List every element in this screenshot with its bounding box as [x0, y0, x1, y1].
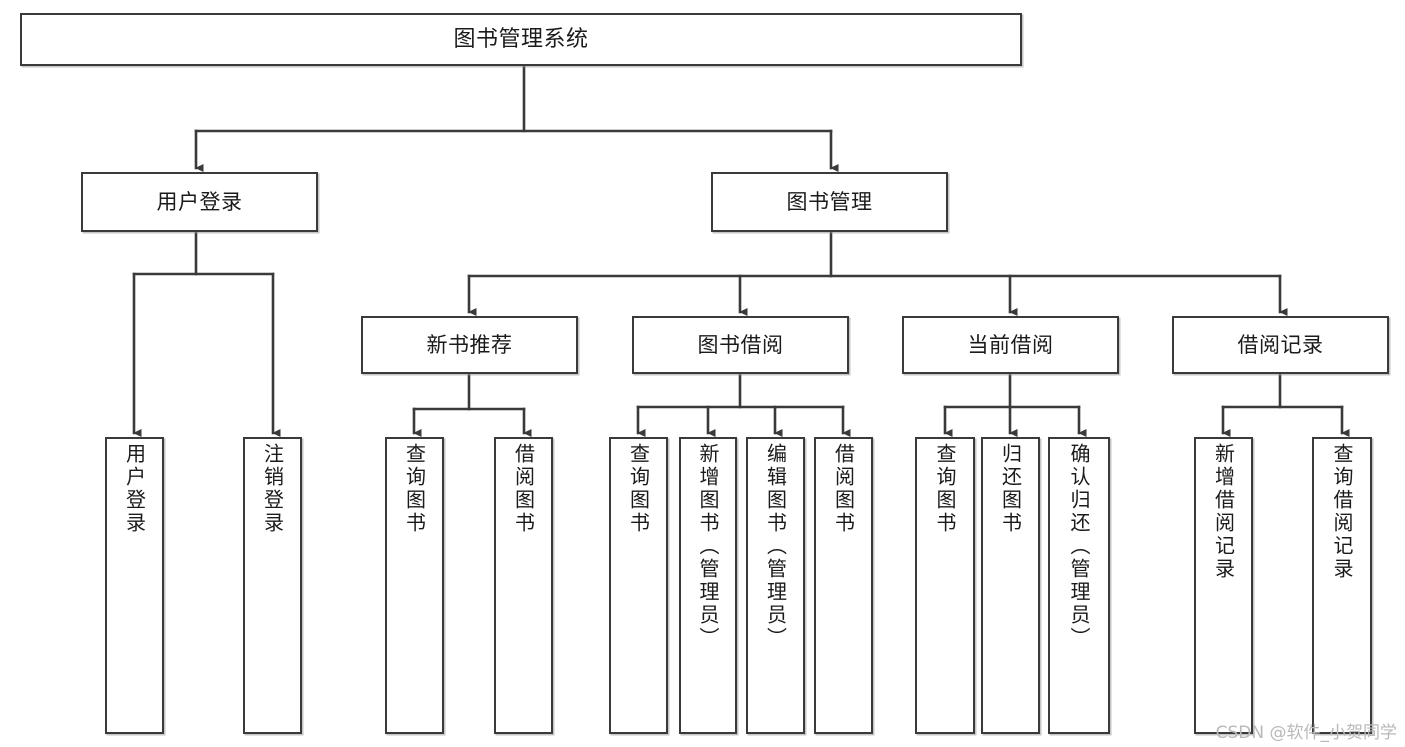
node-label: 新增图书（管理员） — [696, 443, 720, 650]
node-label: 用户登录 — [122, 443, 147, 535]
node-label: 归还图书 — [998, 443, 1023, 535]
leaf-new-book-borrow[interactable]: 借阅图书 — [494, 437, 553, 734]
node-user-login[interactable]: 用户登录 — [81, 172, 318, 232]
leaf-book-borrow-borrow[interactable]: 借阅图书 — [814, 437, 873, 734]
leaf-book-borrow-query[interactable]: 查询图书 — [609, 437, 668, 734]
node-borrow-record[interactable]: 借阅记录 — [1172, 316, 1389, 374]
node-label: 借阅记录 — [1237, 332, 1324, 357]
node-label: 确认归还（管理员） — [1067, 443, 1091, 650]
node-label: 图书借阅 — [697, 332, 784, 357]
node-new-book-recommend[interactable]: 新书推荐 — [361, 316, 578, 374]
node-label: 新增借阅记录 — [1211, 443, 1236, 581]
node-label: 用户登录 — [156, 189, 243, 214]
leaf-current-borrow-query[interactable]: 查询图书 — [915, 437, 975, 734]
node-label: 图书管理 — [786, 189, 873, 214]
leaf-current-borrow-return[interactable]: 归还图书 — [981, 437, 1040, 734]
leaf-current-borrow-confirm-return[interactable]: 确认归还（管理员） — [1048, 437, 1110, 734]
node-label: 查询图书 — [402, 443, 427, 535]
node-book-borrow[interactable]: 图书借阅 — [632, 316, 849, 374]
node-label: 借阅图书 — [831, 443, 856, 535]
node-label: 当前借阅 — [967, 332, 1054, 357]
node-label: 编辑图书（管理员） — [763, 443, 788, 650]
node-label: 查询图书 — [933, 443, 957, 535]
leaf-book-borrow-edit[interactable]: 编辑图书（管理员） — [746, 437, 805, 734]
leaf-book-borrow-add[interactable]: 新增图书（管理员） — [679, 437, 737, 734]
leaf-new-book-query[interactable]: 查询图书 — [385, 437, 444, 734]
node-book-management[interactable]: 图书管理 — [711, 172, 948, 232]
watermark-credit: CSDN @软件_小贺同学 — [1215, 723, 1397, 743]
node-label: 图书管理系统 — [453, 26, 589, 52]
node-label: 查询借阅记录 — [1330, 443, 1354, 581]
node-label: 查询图书 — [626, 443, 651, 535]
leaf-user-login-logout[interactable]: 注销登录 — [243, 437, 302, 734]
node-label: 借阅图书 — [511, 443, 536, 535]
node-label: 新书推荐 — [426, 332, 513, 357]
leaf-borrow-record-query[interactable]: 查询借阅记录 — [1312, 437, 1372, 734]
node-label: 注销登录 — [260, 443, 285, 535]
node-current-borrow[interactable]: 当前借阅 — [902, 316, 1119, 374]
leaf-user-login-login[interactable]: 用户登录 — [105, 437, 164, 734]
leaf-borrow-record-add[interactable]: 新增借阅记录 — [1194, 437, 1253, 734]
node-root-system[interactable]: 图书管理系统 — [20, 13, 1022, 66]
